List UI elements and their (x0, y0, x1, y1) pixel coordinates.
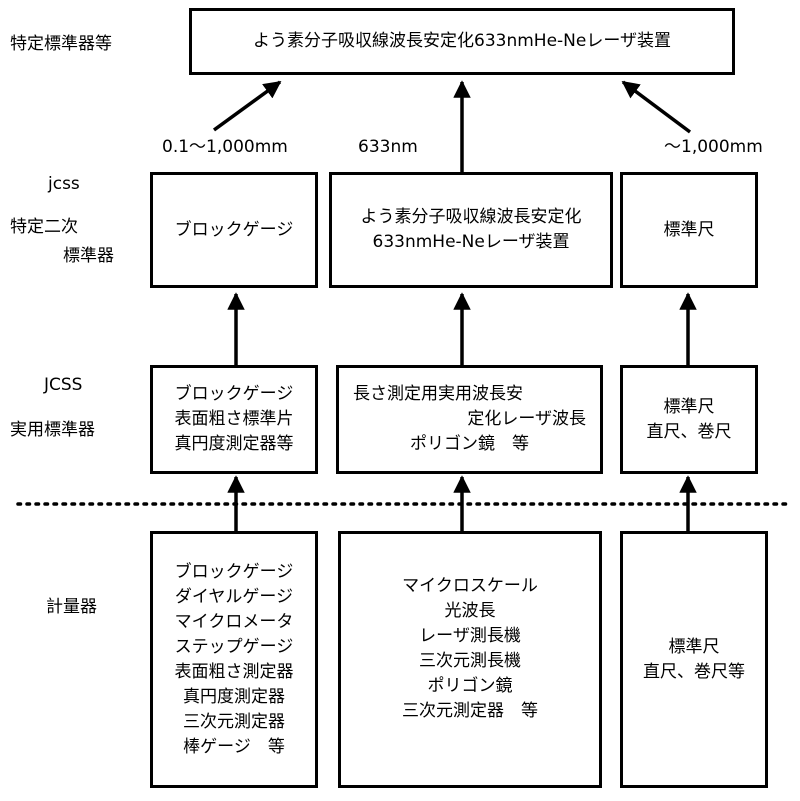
secondary-right-line: 標準尺 (663, 219, 715, 240)
instrument-box-right: 標準尺 直尺、巻尺等 (620, 531, 768, 788)
practical-left-line: ブロックゲージ (174, 384, 294, 404)
range-label-center: 633nm (358, 137, 418, 157)
practical-center-line: ポリゴン鏡 等 (410, 434, 529, 454)
range-label-right: ～1,000mm (664, 137, 763, 157)
practical-center-line: 長さ測定用実用波長安 (353, 384, 523, 404)
instrument-left-line: 棒ゲージ 等 (183, 736, 285, 757)
row-label-practical: 実用標準器 (10, 420, 95, 440)
range-label-left: 0.1～1,000mm (162, 137, 288, 157)
secondary-box-left: ブロックゲージ (150, 172, 318, 288)
practical-right-line: 標準尺 (663, 396, 715, 417)
instrument-center-line: 三次元測長機 (419, 651, 521, 671)
practical-box-left: ブロックゲージ 表面粗さ標準片 真円度測定器等 (150, 365, 318, 474)
instrument-left-line: ブロックゲージ (174, 561, 294, 582)
instrument-right-line: 標準尺 (668, 636, 720, 657)
instrument-center-line: マイクロスケール (402, 576, 538, 596)
row-label-jcss-small: jcss (48, 174, 80, 194)
secondary-box-center: よう素分子吸収線波長安定化 633nmHe-Neレーザ装置 (329, 172, 613, 288)
practical-center-line: 定化レーザ波長 (467, 409, 586, 429)
practical-right-line: 直尺、巻尺 (646, 421, 732, 442)
row-label-secondary-1: 特定二次 (10, 217, 78, 237)
practical-box-center: 長さ測定用実用波長安 定化レーザ波長 ポリゴン鏡 等 (336, 365, 603, 474)
row-label-jcss-caps: JCSS (44, 375, 83, 395)
instrument-center-line: 三次元測定器 等 (402, 701, 538, 721)
top-standard-box: よう素分子吸収線波長安定化633nmHe-Neレーザ装置 (189, 8, 735, 75)
row-label-instruments: 計量器 (46, 597, 97, 617)
instrument-left-line: 表面粗さ測定器 (174, 661, 294, 682)
instrument-center-line: ポリゴン鏡 (427, 676, 513, 696)
instrument-center-line: レーザ測長機 (419, 626, 521, 646)
instrument-left-line: 真円度測定器 (183, 686, 285, 707)
practical-left-line: 真円度測定器等 (174, 434, 294, 454)
instrument-box-left: ブロックゲージ ダイヤルゲージ マイクロメータ ステップゲージ 表面粗さ測定器 … (150, 531, 318, 788)
arrow-left-to-top (212, 80, 282, 132)
top-standard-text: よう素分子吸収線波長安定化633nmHe-Neレーザ装置 (253, 31, 671, 51)
practical-left-line: 表面粗さ標準片 (174, 409, 294, 429)
row-label-secondary-2: 標準器 (63, 246, 114, 266)
secondary-left-line: ブロックゲージ (174, 219, 294, 240)
instrument-left-line: ダイヤルゲージ (174, 586, 294, 607)
instrument-box-center: マイクロスケール 光波長 レーザ測長機 三次元測長機 ポリゴン鏡 三次元測定器 … (338, 531, 602, 788)
practical-box-right: 標準尺 直尺、巻尺 (620, 365, 758, 474)
instrument-right-line: 直尺、巻尺等 (643, 661, 745, 682)
instrument-left-line: ステップゲージ (174, 636, 294, 657)
row-label-top: 特定標準器等 (10, 34, 112, 54)
secondary-center-line: 633nmHe-Neレーザ装置 (372, 232, 570, 252)
instrument-left-line: マイクロメータ (174, 611, 294, 632)
secondary-box-right: 標準尺 (620, 172, 758, 288)
secondary-center-line: よう素分子吸収線波長安定化 (360, 207, 582, 227)
instrument-center-line: 光波長 (444, 601, 496, 621)
instrument-left-line: 三次元測定器 (183, 711, 285, 732)
arrow-right-to-top (621, 80, 692, 134)
